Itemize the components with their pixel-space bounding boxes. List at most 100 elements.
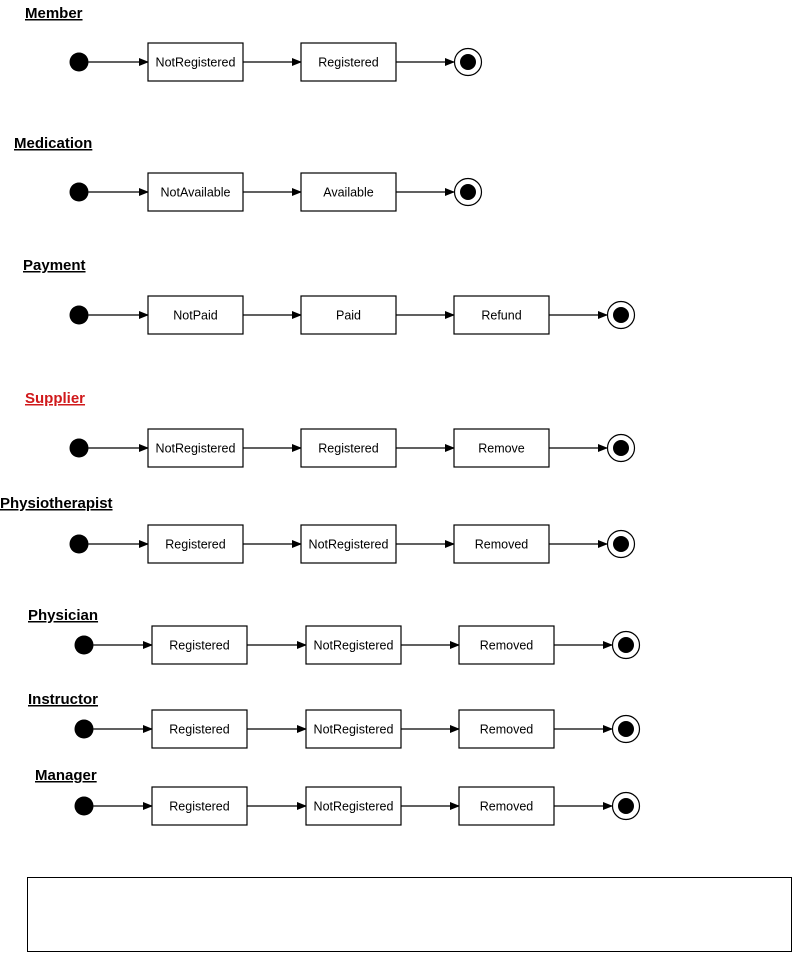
state-box-frame (300, 295, 397, 335)
state-box-frame (453, 295, 550, 335)
final-state-node (611, 630, 641, 660)
diagram-title-physiotherapist: Physiotherapist (0, 495, 113, 512)
initial-state-node (69, 438, 89, 458)
diagram-title-manager: Manager (35, 767, 97, 784)
state-box: Remove (453, 428, 550, 468)
state-box-frame (300, 42, 397, 82)
state-box: Removed (458, 625, 555, 665)
final-state-dot (460, 184, 476, 200)
state-box-frame (151, 625, 248, 665)
state-label: Registered (169, 639, 229, 653)
final-state-node (606, 300, 636, 330)
final-state-node (453, 177, 483, 207)
state-box: NotAvailable (147, 172, 244, 212)
state-box-frame (458, 709, 555, 749)
state-label: Remove (478, 442, 525, 456)
state-label: NotAvailable (161, 186, 231, 200)
state-box-frame (147, 295, 244, 335)
final-state-dot (613, 536, 629, 552)
state-box: NotRegistered (147, 42, 244, 82)
state-label: NotRegistered (314, 639, 394, 653)
initial-state-node (74, 719, 94, 739)
state-label: Registered (169, 723, 229, 737)
final-state-dot (618, 798, 634, 814)
state-box-frame (305, 625, 402, 665)
state-box: Registered (151, 786, 248, 826)
state-label: Registered (318, 442, 378, 456)
final-state-node (606, 529, 636, 559)
final-state-node (606, 433, 636, 463)
state-box-frame (453, 524, 550, 564)
state-label: Removed (480, 639, 534, 653)
final-state-node (453, 47, 483, 77)
final-state-dot (613, 307, 629, 323)
diagram-title-supplier: Supplier (25, 390, 85, 407)
state-box: Registered (151, 625, 248, 665)
initial-state-node (69, 305, 89, 325)
state-box-frame (458, 786, 555, 826)
state-label: Registered (165, 538, 225, 552)
diagram-title-physician: Physician (28, 607, 98, 624)
state-box: NotRegistered (300, 524, 397, 564)
state-box-frame (151, 709, 248, 749)
state-label: NotRegistered (156, 442, 236, 456)
state-label: NotRegistered (156, 56, 236, 70)
state-label: NotRegistered (309, 538, 389, 552)
diagram-title-medication: Medication (14, 135, 92, 152)
state-label: NotPaid (173, 309, 218, 323)
note-box (27, 877, 792, 952)
state-box-frame (300, 524, 397, 564)
state-box: NotRegistered (147, 428, 244, 468)
state-box: Registered (147, 524, 244, 564)
state-label: Registered (169, 800, 229, 814)
state-label: Available (323, 186, 374, 200)
state-label: Removed (480, 723, 534, 737)
diagram-title-member: Member (25, 5, 83, 22)
initial-state-node (69, 534, 89, 554)
initial-state-node (69, 52, 89, 72)
state-label: Paid (336, 309, 361, 323)
state-box: NotPaid (147, 295, 244, 335)
state-box: NotRegistered (305, 786, 402, 826)
state-box-frame (453, 428, 550, 468)
state-box: Removed (458, 786, 555, 826)
state-label: NotRegistered (314, 723, 394, 737)
state-box: Available (300, 172, 397, 212)
state-label: NotRegistered (314, 800, 394, 814)
state-box: Registered (151, 709, 248, 749)
state-box: NotRegistered (305, 709, 402, 749)
final-state-dot (460, 54, 476, 70)
initial-state-node (74, 635, 94, 655)
final-state-node (611, 714, 641, 744)
state-box: Registered (300, 428, 397, 468)
state-box: NotRegistered (305, 625, 402, 665)
state-box: Paid (300, 295, 397, 335)
state-box-frame (305, 786, 402, 826)
state-box: Removed (458, 709, 555, 749)
final-state-dot (618, 721, 634, 737)
diagram-title-instructor: Instructor (28, 691, 98, 708)
final-state-dot (618, 637, 634, 653)
state-box: Registered (300, 42, 397, 82)
diagram-title-payment: Payment (23, 257, 86, 274)
state-box-frame (300, 428, 397, 468)
state-box-frame (147, 172, 244, 212)
state-box: Removed (453, 524, 550, 564)
final-state-dot (613, 440, 629, 456)
state-box: Refund (453, 295, 550, 335)
state-box-frame (147, 428, 244, 468)
state-box-frame (147, 524, 244, 564)
initial-state-node (69, 182, 89, 202)
state-label: Refund (481, 309, 521, 323)
state-label: Registered (318, 56, 378, 70)
state-label: Removed (475, 538, 529, 552)
